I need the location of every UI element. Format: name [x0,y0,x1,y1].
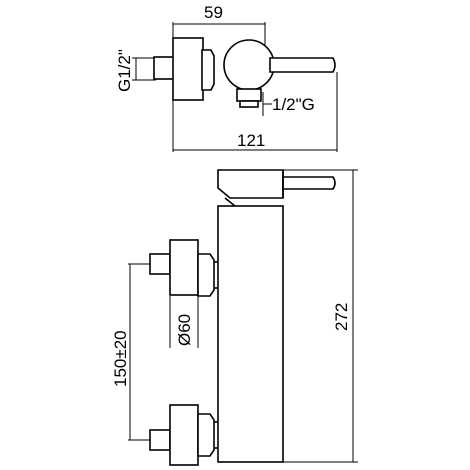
dim-overall-height: 272 [332,303,351,331]
dim-eccentric-diameter: Ø60 [175,314,194,346]
cartridge-housing [217,169,284,199]
mixer-body [217,205,284,463]
front-lever [282,176,336,190]
inlet-stub [153,56,175,80]
top-view: 59 G1/2" 1/2"G 121 [115,3,338,152]
housing-chamfer [224,197,236,207]
upper-eccentric [169,239,199,296]
lower-inlet-stub [149,429,171,451]
valve-body [223,39,275,91]
dim-overall-depth: 121 [237,131,265,150]
connection-nut [201,49,215,91]
dim-outlet-thread: 1/2"G [272,95,315,114]
upper-inlet-stub [149,253,171,275]
upper-nut [197,253,215,297]
eccentric-block [172,37,204,101]
lower-eccentric [169,404,199,466]
dim-inlet-thread: G1/2" [115,49,134,92]
dim-top-width: 59 [204,3,223,22]
front-view: 272 Ø60 150±20 [111,169,358,466]
lower-nut [197,413,215,457]
outlet-tip [239,100,259,108]
outlet-stub [236,88,262,102]
dim-centre-distance: 150±20 [111,330,130,387]
lever-handle [269,57,336,73]
